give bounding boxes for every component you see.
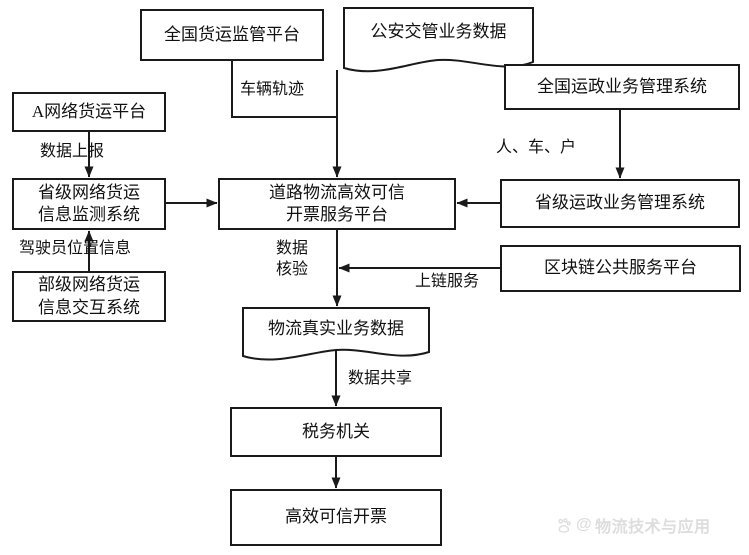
node-tax-authority [230, 407, 442, 457]
node-real-logistics-data [242, 307, 430, 361]
node-efficient-invoicing [230, 489, 442, 546]
node-core-platform [218, 178, 456, 230]
node-a-platform [12, 92, 166, 132]
node-provincial-transport-admin [500, 179, 740, 228]
watermark: @ 物流技术与应用 [556, 513, 711, 537]
watermark-text: 物流技术与应用 [595, 519, 711, 536]
node-provincial-monitor [12, 178, 166, 230]
node-national-transport-admin [504, 64, 740, 110]
node-ministry-exchange [12, 271, 166, 322]
watermark-at-symbol: @ [576, 516, 593, 533]
paw-badge-icon [556, 517, 573, 534]
node-blockchain-platform [500, 245, 741, 292]
edge-national-supervision-to-core [231, 60, 337, 118]
node-traffic-police-data [343, 7, 534, 73]
node-national-freight-supervision [140, 9, 324, 61]
